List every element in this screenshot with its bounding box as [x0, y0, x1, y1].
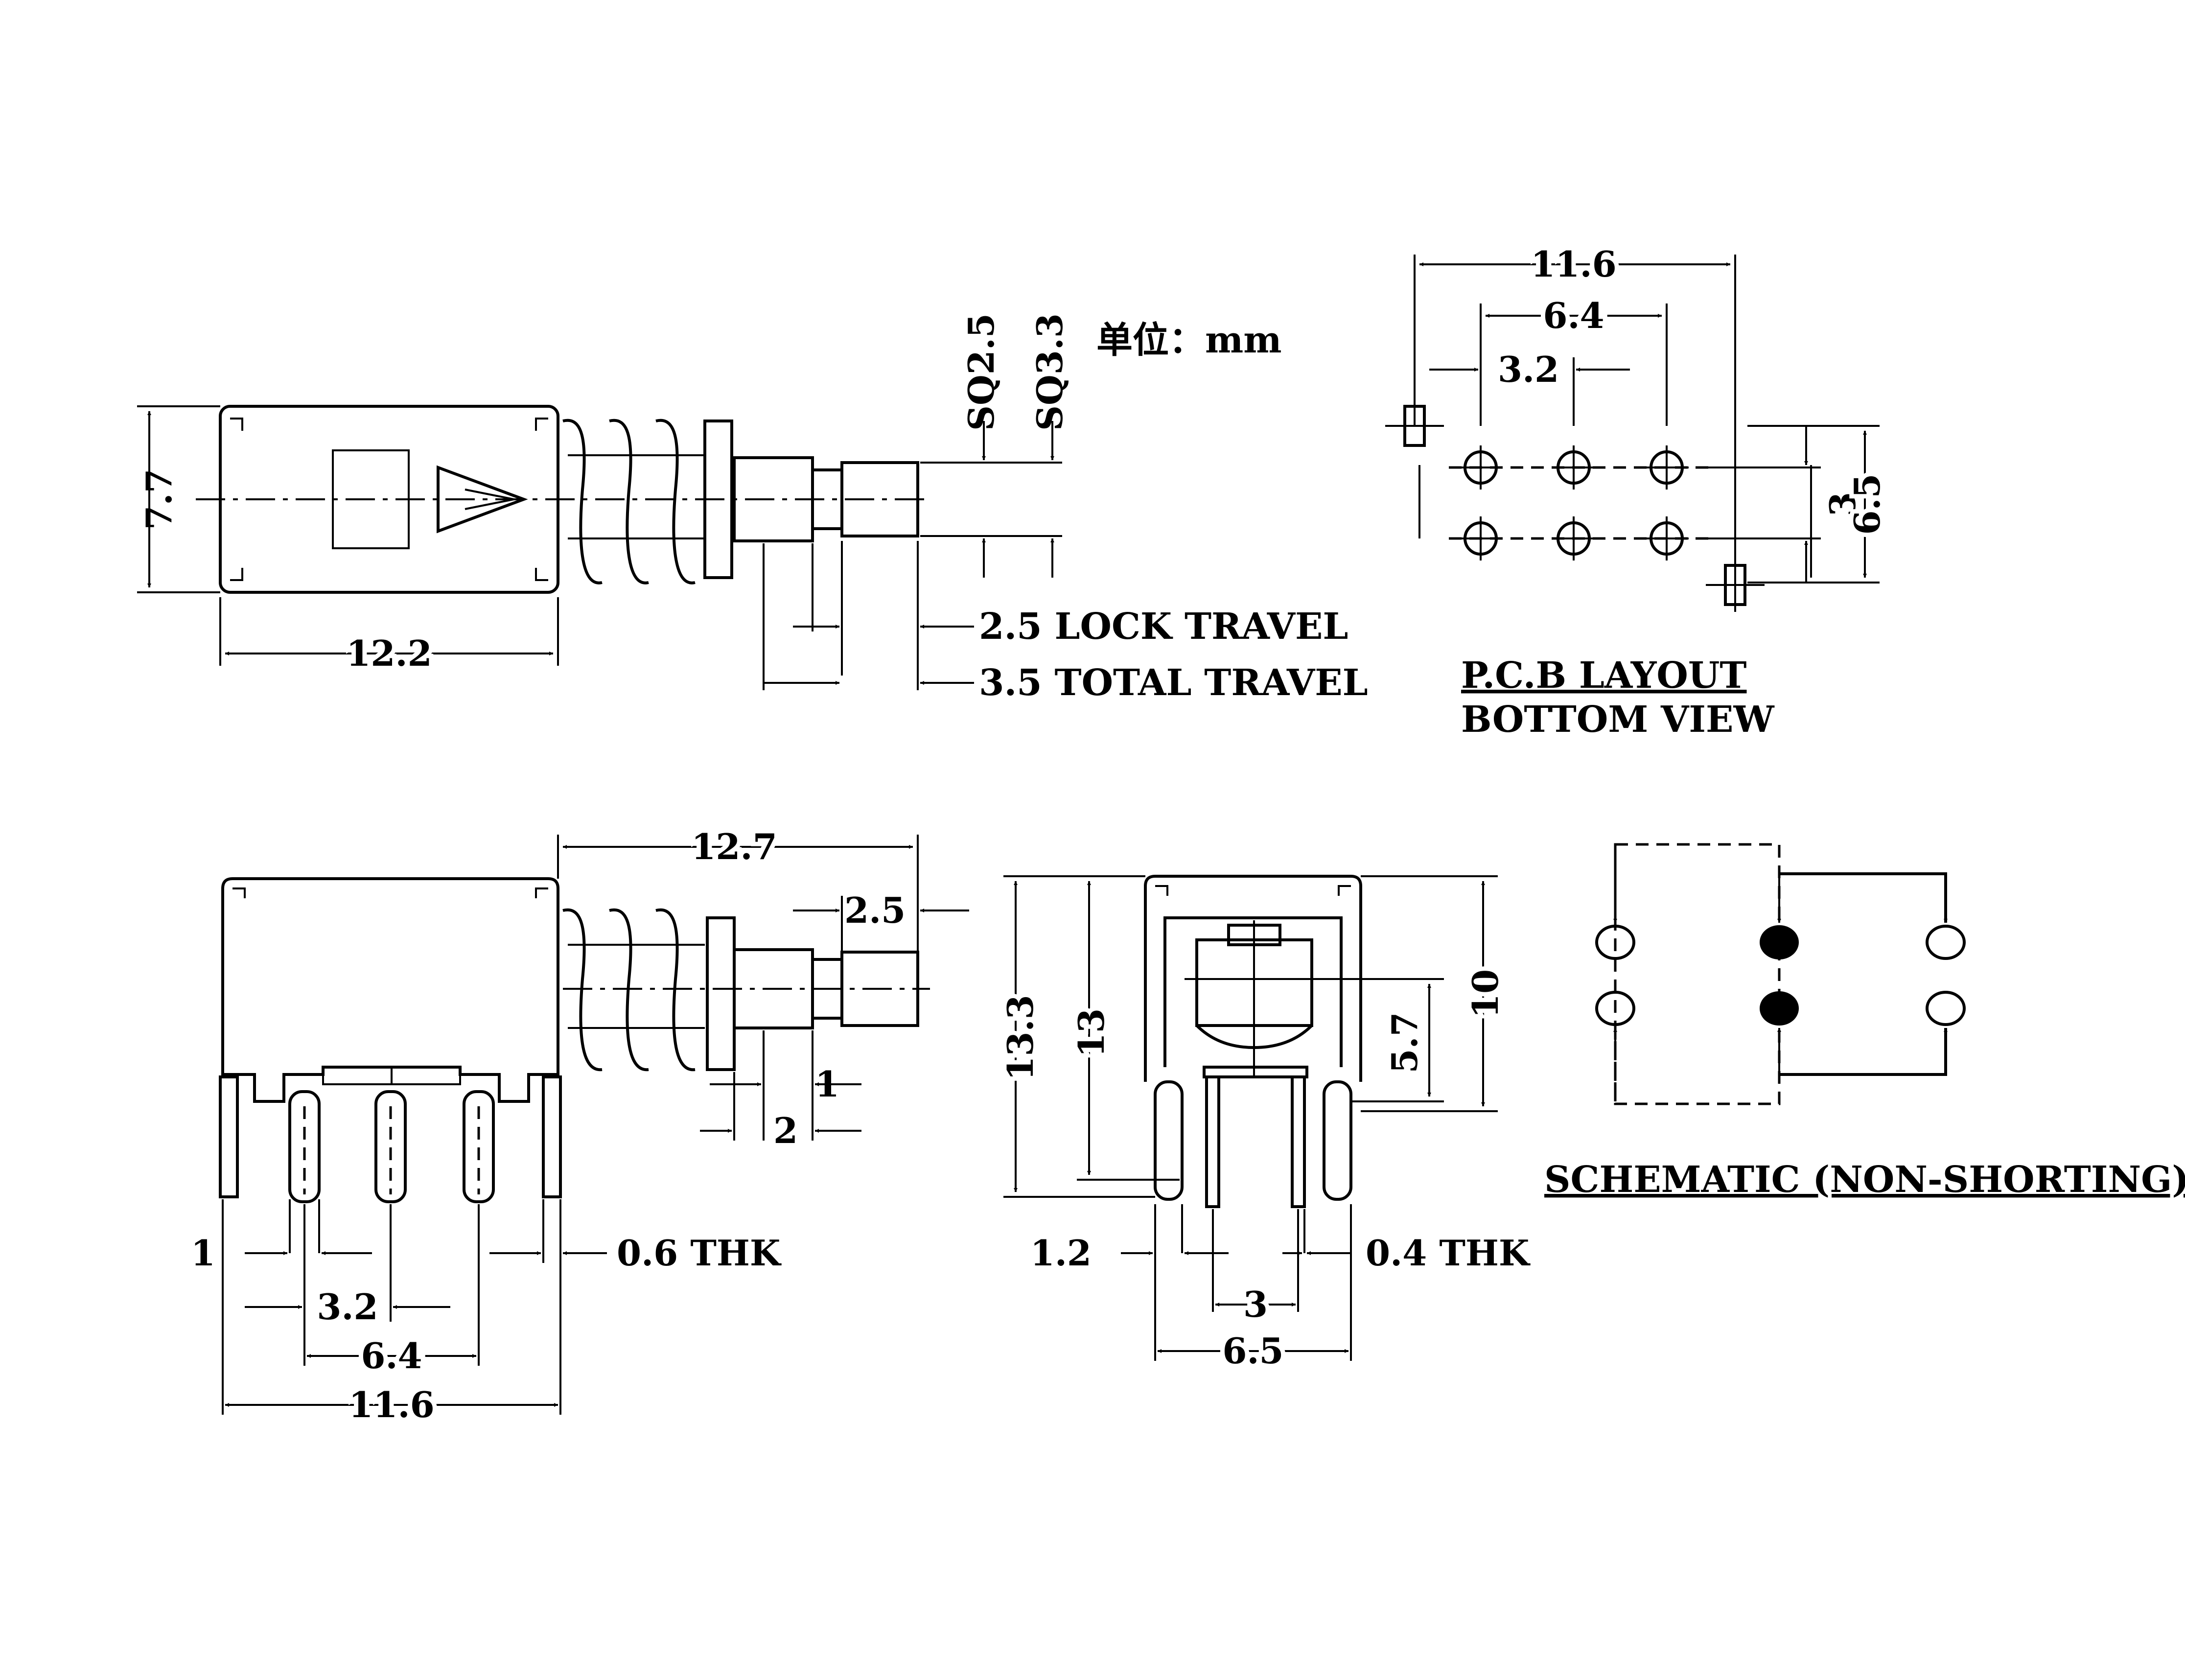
schematic-title: SCHEMATIC (NON-SHORTING) — [1544, 1159, 2185, 1201]
dim-tip-2-5: 2.5 — [844, 889, 906, 931]
dim-pitch-3-2: 3.2 — [317, 1286, 378, 1328]
end-dim-13-3: 13.3 — [1000, 995, 1041, 1080]
dim-width-11-6: 11.6 — [349, 1384, 434, 1425]
contact-open — [1595, 991, 1635, 1026]
total-travel-label: 3.5 TOTAL TRAVEL — [979, 662, 1368, 704]
end-frame — [1144, 875, 1362, 1082]
dim-length-12-2: 12.2 — [346, 632, 432, 674]
end-dim-10: 10 — [1464, 969, 1506, 1018]
contact-open — [1926, 925, 1966, 960]
unit-label: 单位：mm — [1096, 319, 1282, 361]
front-view: 12.7 2.5 1 2 1 0.6 THK 3.2 6.4 11.6 — [191, 821, 969, 1430]
direction-arrow-icon — [437, 465, 528, 534]
schematic-dashed-box — [1614, 843, 1781, 1105]
dim-step-2: 2 — [773, 1110, 798, 1151]
contact-common — [1760, 925, 1799, 959]
dim-sq-2-5: SQ2.5 — [960, 313, 1002, 431]
dim-lead-1: 1 — [191, 1232, 215, 1274]
contact-open — [1926, 991, 1966, 1026]
dim-height-7-7: 7.7 — [138, 468, 180, 530]
dim-stem-12-7: 12.7 — [691, 826, 777, 867]
pcb-holes — [1459, 445, 1689, 560]
lock-travel-label: 2.5 LOCK TRAVEL — [979, 606, 1348, 648]
pcb-dim-3: 3 — [1822, 492, 1863, 516]
dim-sq-3-3: SQ3.3 — [1029, 313, 1070, 431]
pcb-bottom-view-title: BOTTOM VIEW — [1461, 699, 1774, 741]
contact-common — [1760, 991, 1799, 1026]
end-view: 13.3 13 5.7 10 1.2 0.4 THK 3 6.5 — [995, 875, 1531, 1376]
dim-pitch-6-4: 6.4 — [361, 1335, 422, 1377]
end-dim-0-4-thk: 0.4 THK — [1366, 1232, 1531, 1274]
side-view: 7.7 12.2 SQ2.5 SQ3.3 2.5 LOCK TRAVEL 3.5… — [137, 313, 1368, 704]
pcb-dim-3-2: 3.2 — [1498, 349, 1559, 390]
spring — [562, 419, 705, 584]
front-spring — [562, 908, 705, 1072]
contact-open — [1595, 925, 1635, 960]
end-dim-13: 13 — [1070, 1008, 1112, 1057]
end-dim-6-5: 6.5 — [1222, 1330, 1283, 1372]
end-dim-1-2: 1.2 — [1030, 1232, 1092, 1274]
schematic: SCHEMATIC (NON-SHORTING) — [1544, 843, 2185, 1201]
front-body — [221, 877, 559, 1103]
pcb-dim-6-5: 6.5 — [1846, 473, 1888, 535]
pcb-layout: 11.6 6.4 3.2 3 6.5 P.C.B LAYOUT — [1385, 239, 1892, 741]
pcb-layout-title: P.C.B LAYOUT — [1461, 654, 1746, 697]
dim-thk-0-6: 0.6 THK — [617, 1232, 782, 1274]
pcb-dim-6-4: 6.4 — [1543, 295, 1604, 336]
end-dim-5-7: 5.7 — [1384, 1012, 1425, 1073]
dim-step-1: 1 — [815, 1063, 839, 1105]
end-dim-3: 3 — [1243, 1283, 1268, 1325]
pcb-dim-11-6: 11.6 — [1531, 243, 1616, 285]
